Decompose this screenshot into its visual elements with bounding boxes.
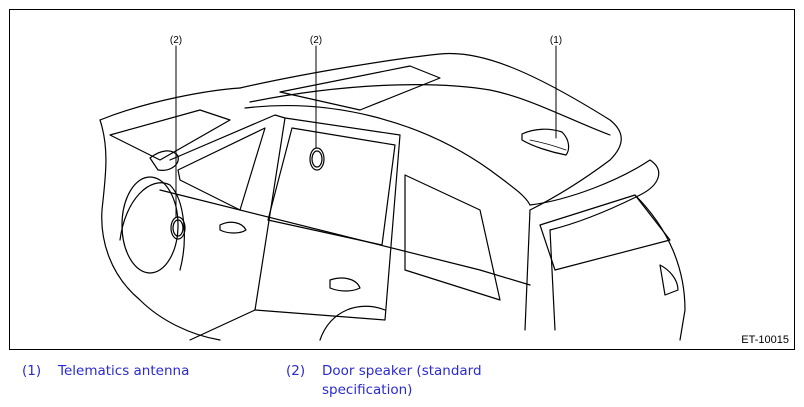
front-wheel-arch [119, 182, 185, 271]
front-wheel [121, 176, 179, 274]
rear-quarter-window [404, 174, 501, 301]
legend-number: (2) [286, 363, 306, 379]
legend-item-telematics-antenna: (1) Telematics antenna [22, 362, 189, 381]
vehicle-line-drawing: (1) (2) (2) [99, 35, 686, 341]
roof-rail-right [244, 105, 531, 206]
rear-lamp [659, 264, 679, 296]
rear-wheel-arch [319, 305, 386, 341]
rear-door-window [267, 127, 396, 246]
legend-text: Telematics antenna [58, 363, 190, 379]
legend-text: Door speaker (standard specification) [322, 363, 482, 398]
body-side-line [159, 189, 531, 286]
front-door-handle [219, 221, 247, 234]
windshield [109, 109, 231, 161]
front-door-outline [169, 114, 286, 341]
rear-door-handle [329, 277, 361, 292]
callout-label-2a: (2) [170, 35, 182, 46]
callout-label-2b: (2) [310, 35, 322, 46]
telematics-antenna [521, 128, 570, 156]
side-mirror [149, 150, 179, 171]
rear-spoiler [529, 159, 660, 231]
legend: (1) Telematics antenna (2) Door speaker … [0, 362, 804, 407]
hood-outline [99, 119, 221, 341]
rear-body [524, 194, 686, 341]
rear-hatch-glass [539, 194, 671, 271]
roof-outline [239, 52, 622, 211]
roof-rail-left [249, 84, 611, 136]
sunroof [279, 65, 441, 111]
vehicle-diagram-figure: (1) (2) (2) ET-10015 [9, 9, 795, 350]
rear-door-outline [254, 117, 401, 321]
rear-door-speaker [309, 147, 325, 171]
figure-code: ET-10015 [741, 334, 789, 346]
front-door-speaker [170, 216, 186, 240]
windshield-top-edge [99, 87, 241, 121]
front-door-speaker-inner [172, 219, 184, 237]
legend-item-door-speaker: (2) Door speaker (standard specification… [286, 362, 522, 400]
legend-number: (1) [22, 363, 42, 379]
callout-label-1: (1) [550, 35, 562, 46]
rear-door-speaker-inner [311, 150, 323, 168]
